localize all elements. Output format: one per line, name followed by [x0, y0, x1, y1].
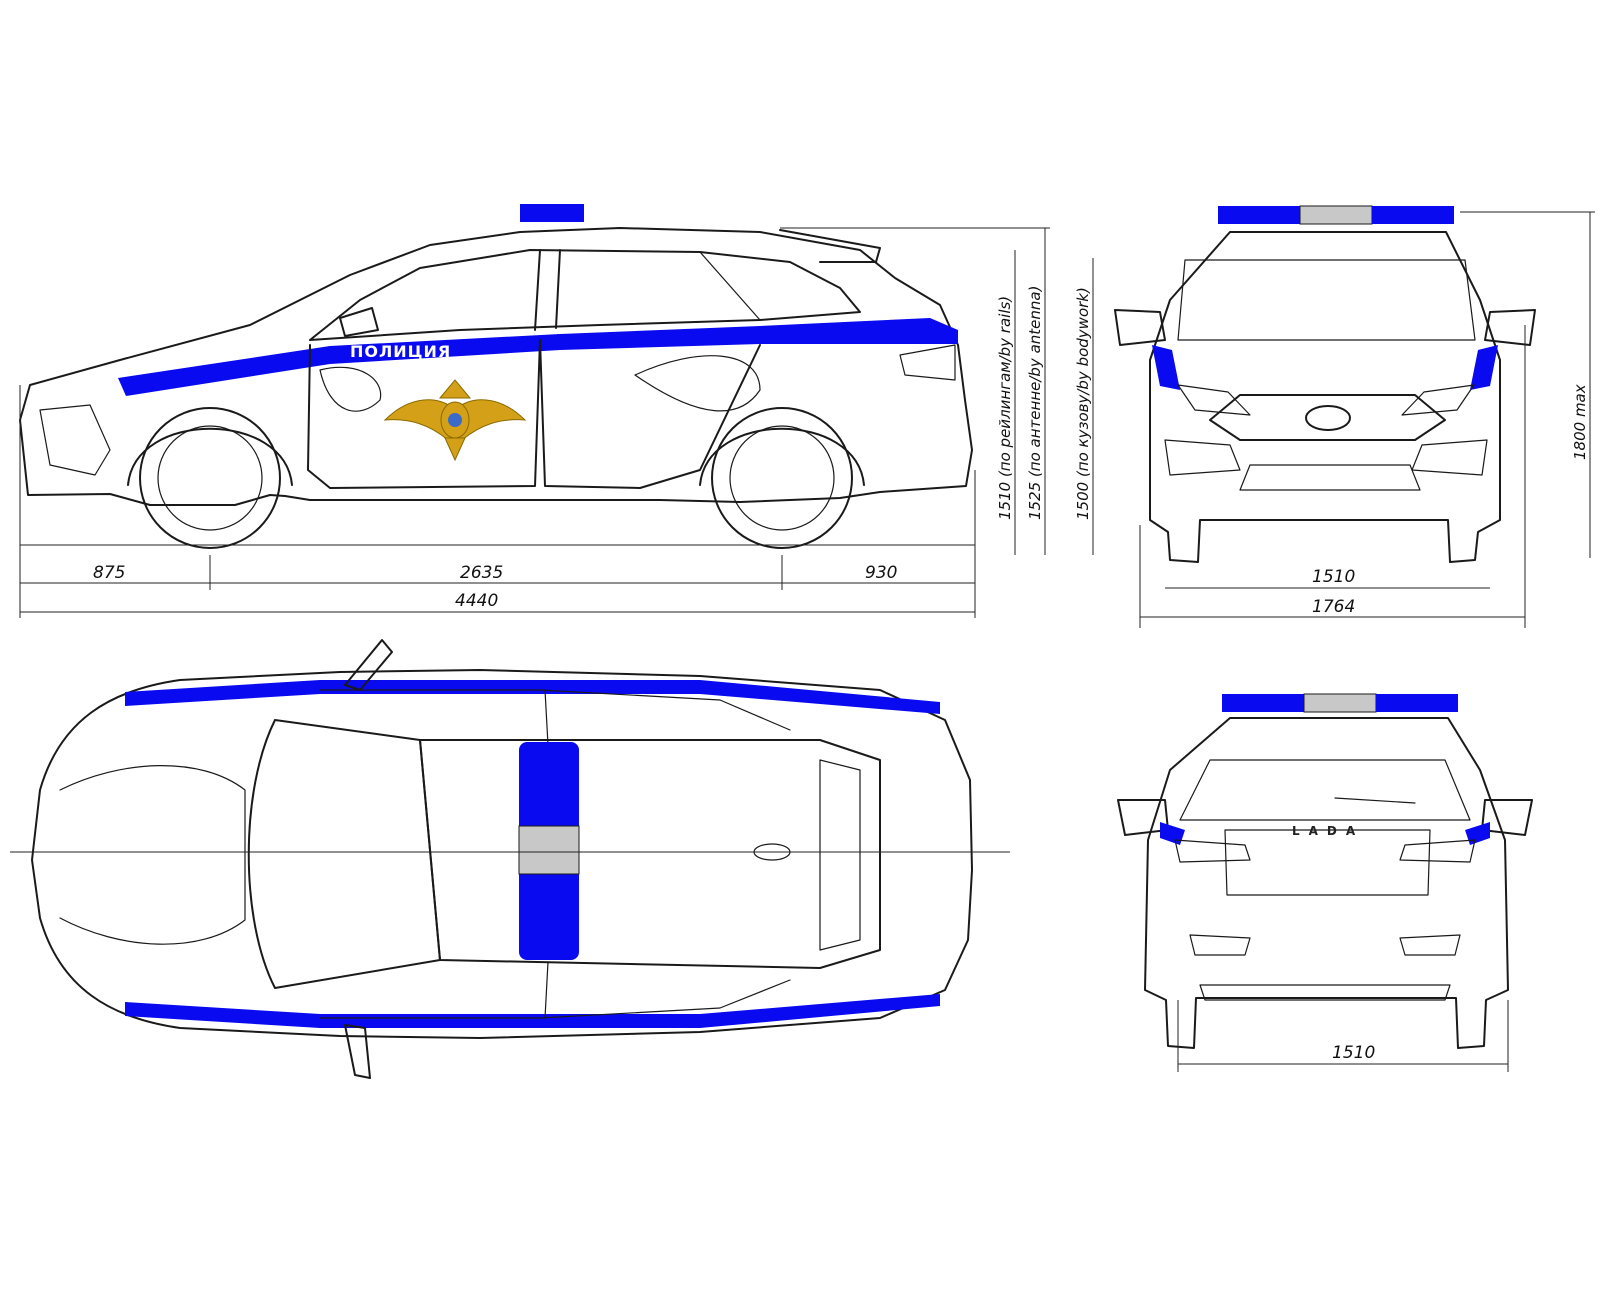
top-stripe-lower	[125, 994, 940, 1028]
dim-wheelbase: 2635	[460, 563, 503, 583]
mvd-eagle-emblem-icon	[383, 379, 527, 462]
dim-length: 4440	[455, 591, 498, 611]
front-grille	[1209, 394, 1446, 441]
dim-rear-overhang: 930	[865, 563, 897, 583]
side-body-outline	[19, 227, 973, 506]
top-view	[10, 639, 1010, 1079]
dim-max-height: 1800 max	[1571, 384, 1589, 460]
side-rear-wheel	[699, 407, 865, 549]
front-lightbar-left	[1218, 206, 1300, 224]
rear-body-outline	[1144, 717, 1509, 1049]
top-body-outline	[31, 669, 973, 1039]
rear-view: LADA 1510	[1117, 693, 1533, 1072]
dim-height-antenna: 1525 (по антенне/by antenna)	[1026, 286, 1044, 520]
front-lightbar-center	[1299, 205, 1373, 225]
rear-lightbar-left	[1222, 694, 1304, 712]
side-livery-stripe	[118, 318, 958, 396]
side-lightbar	[520, 204, 584, 222]
side-door-text: ПОЛИЦИЯ	[350, 342, 451, 361]
dim-height-rails: 1510 (по рейлингам/by rails)	[996, 296, 1014, 520]
front-lightbar-right	[1372, 206, 1454, 224]
rear-lightbar-right	[1376, 694, 1458, 712]
dim-front-track: 1510	[1312, 567, 1355, 587]
dim-width: 1764	[1312, 597, 1355, 617]
rear-lightbar-center	[1303, 693, 1377, 713]
dim-height-bodywork: 1500 (по кузову/by bodywork)	[1074, 287, 1092, 520]
top-stripe-upper	[125, 680, 940, 714]
side-view: ПОЛИЦИЯ	[19, 204, 1094, 618]
dim-front-overhang: 875	[93, 563, 125, 583]
front-view: 1510 1764 1800 max	[1114, 205, 1595, 628]
side-window-line	[309, 249, 861, 341]
dim-rear-track: 1510	[1332, 1043, 1375, 1063]
top-lightbar-center	[518, 825, 580, 875]
front-body-outline	[1149, 231, 1501, 563]
rear-badge: LADA	[1292, 824, 1364, 838]
side-front-wheel	[127, 407, 293, 549]
